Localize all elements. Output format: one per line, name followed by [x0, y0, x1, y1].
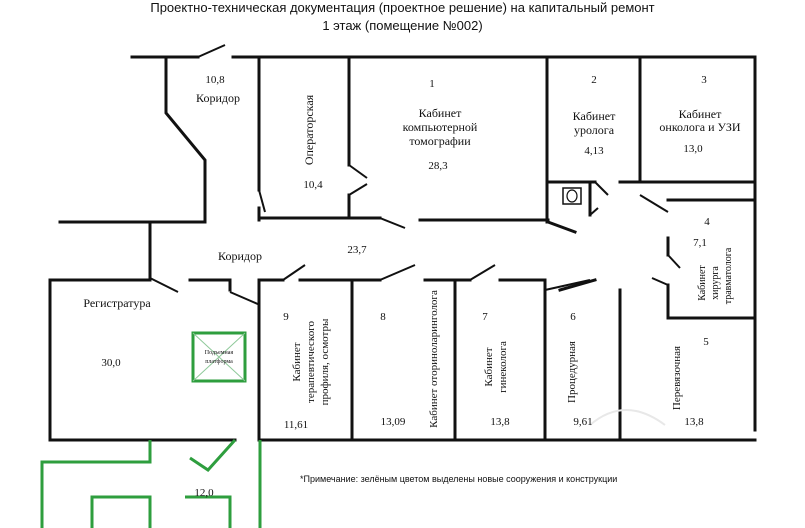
vestibule-area: 12,0: [194, 487, 214, 499]
gyn-room-name-1: Кабинет: [483, 347, 495, 386]
plan-subtitle: 1 этаж (помещение №002): [322, 18, 483, 33]
oncologist-room-area: 13,0: [683, 143, 703, 155]
ct-room-num: 1: [429, 78, 435, 90]
urologist-room-area: 4,13: [584, 145, 604, 157]
procedure-room-num: 6: [570, 311, 576, 323]
walls: [48, 55, 757, 442]
therapist-room-area: 11,61: [284, 419, 308, 431]
trauma-room-name-1: Кабинет: [697, 265, 708, 301]
door-swings: [149, 44, 681, 306]
gyn-room-name-2: гинеколога: [497, 341, 509, 393]
urologist-room-name-1: Кабинет: [573, 109, 616, 123]
registry-area: 30,0: [101, 357, 121, 369]
oncologist-room-name-2: онколога и УЗИ: [659, 120, 740, 134]
note-text: *Примечание: зелёным цветом выделены нов…: [300, 474, 617, 484]
plan-title: Проектно-техническая документация (проек…: [150, 0, 655, 15]
procedure-room-name: Процедурная: [566, 341, 578, 403]
watermark: [589, 409, 666, 426]
therapist-room-name-1: Кабинет: [291, 342, 303, 381]
therapist-room-name-2: терапевтического: [305, 321, 317, 403]
corridor-top-area: 10,8: [205, 74, 225, 86]
corridor-main-area: 23,7: [347, 244, 367, 256]
procedure-room-area: 9,61: [573, 416, 592, 428]
platform-label-1: Подъемная: [205, 350, 234, 356]
urologist-room-name-2: уролога: [574, 123, 615, 137]
dressing-room-name: Перевязочная: [671, 346, 683, 410]
therapist-room-num: 9: [283, 311, 289, 323]
ent-room-name: Кабинет оториноларинголога: [428, 290, 440, 428]
ct-room-name-1: Кабинет: [419, 106, 462, 120]
gyn-room-area: 13,8: [490, 416, 510, 428]
trauma-room-num: 4: [704, 216, 710, 228]
dressing-room-num: 5: [703, 336, 709, 348]
ct-room-area: 28,3: [428, 160, 448, 172]
toilet-icon: [562, 187, 582, 205]
ent-room-area: 13,09: [381, 416, 406, 428]
corridor-main-name: Коридор: [218, 249, 262, 263]
ct-room-name-3: томографии: [409, 134, 471, 148]
operator-room-area: 10,4: [303, 179, 323, 191]
trauma-room-name-2: хирурга: [710, 266, 721, 300]
corridor-top-name: Коридор: [196, 91, 240, 105]
therapist-room-name-3: профиля, осмотры: [319, 318, 331, 405]
registry-name: Регистратура: [83, 296, 151, 310]
oncologist-room-name-1: Кабинет: [679, 107, 722, 121]
lift-platform: [191, 331, 247, 383]
oncologist-room-num: 3: [701, 74, 707, 86]
ct-room-name-2: компьютерной: [403, 120, 478, 134]
trauma-room-area: 7,1: [693, 237, 707, 249]
gyn-room-num: 7: [482, 311, 488, 323]
urologist-room-num: 2: [591, 74, 597, 86]
new-construction: [40, 331, 262, 528]
trauma-room-name-3: травматолога: [723, 247, 734, 304]
dressing-room-area: 13,8: [684, 416, 704, 428]
room-labels: 10,8 Коридор Операторская 10,4 1 Кабинет…: [83, 74, 741, 499]
operator-room-name: Операторская: [302, 94, 316, 165]
ent-room-num: 8: [380, 311, 386, 323]
platform-label-2: платформа: [205, 358, 233, 365]
